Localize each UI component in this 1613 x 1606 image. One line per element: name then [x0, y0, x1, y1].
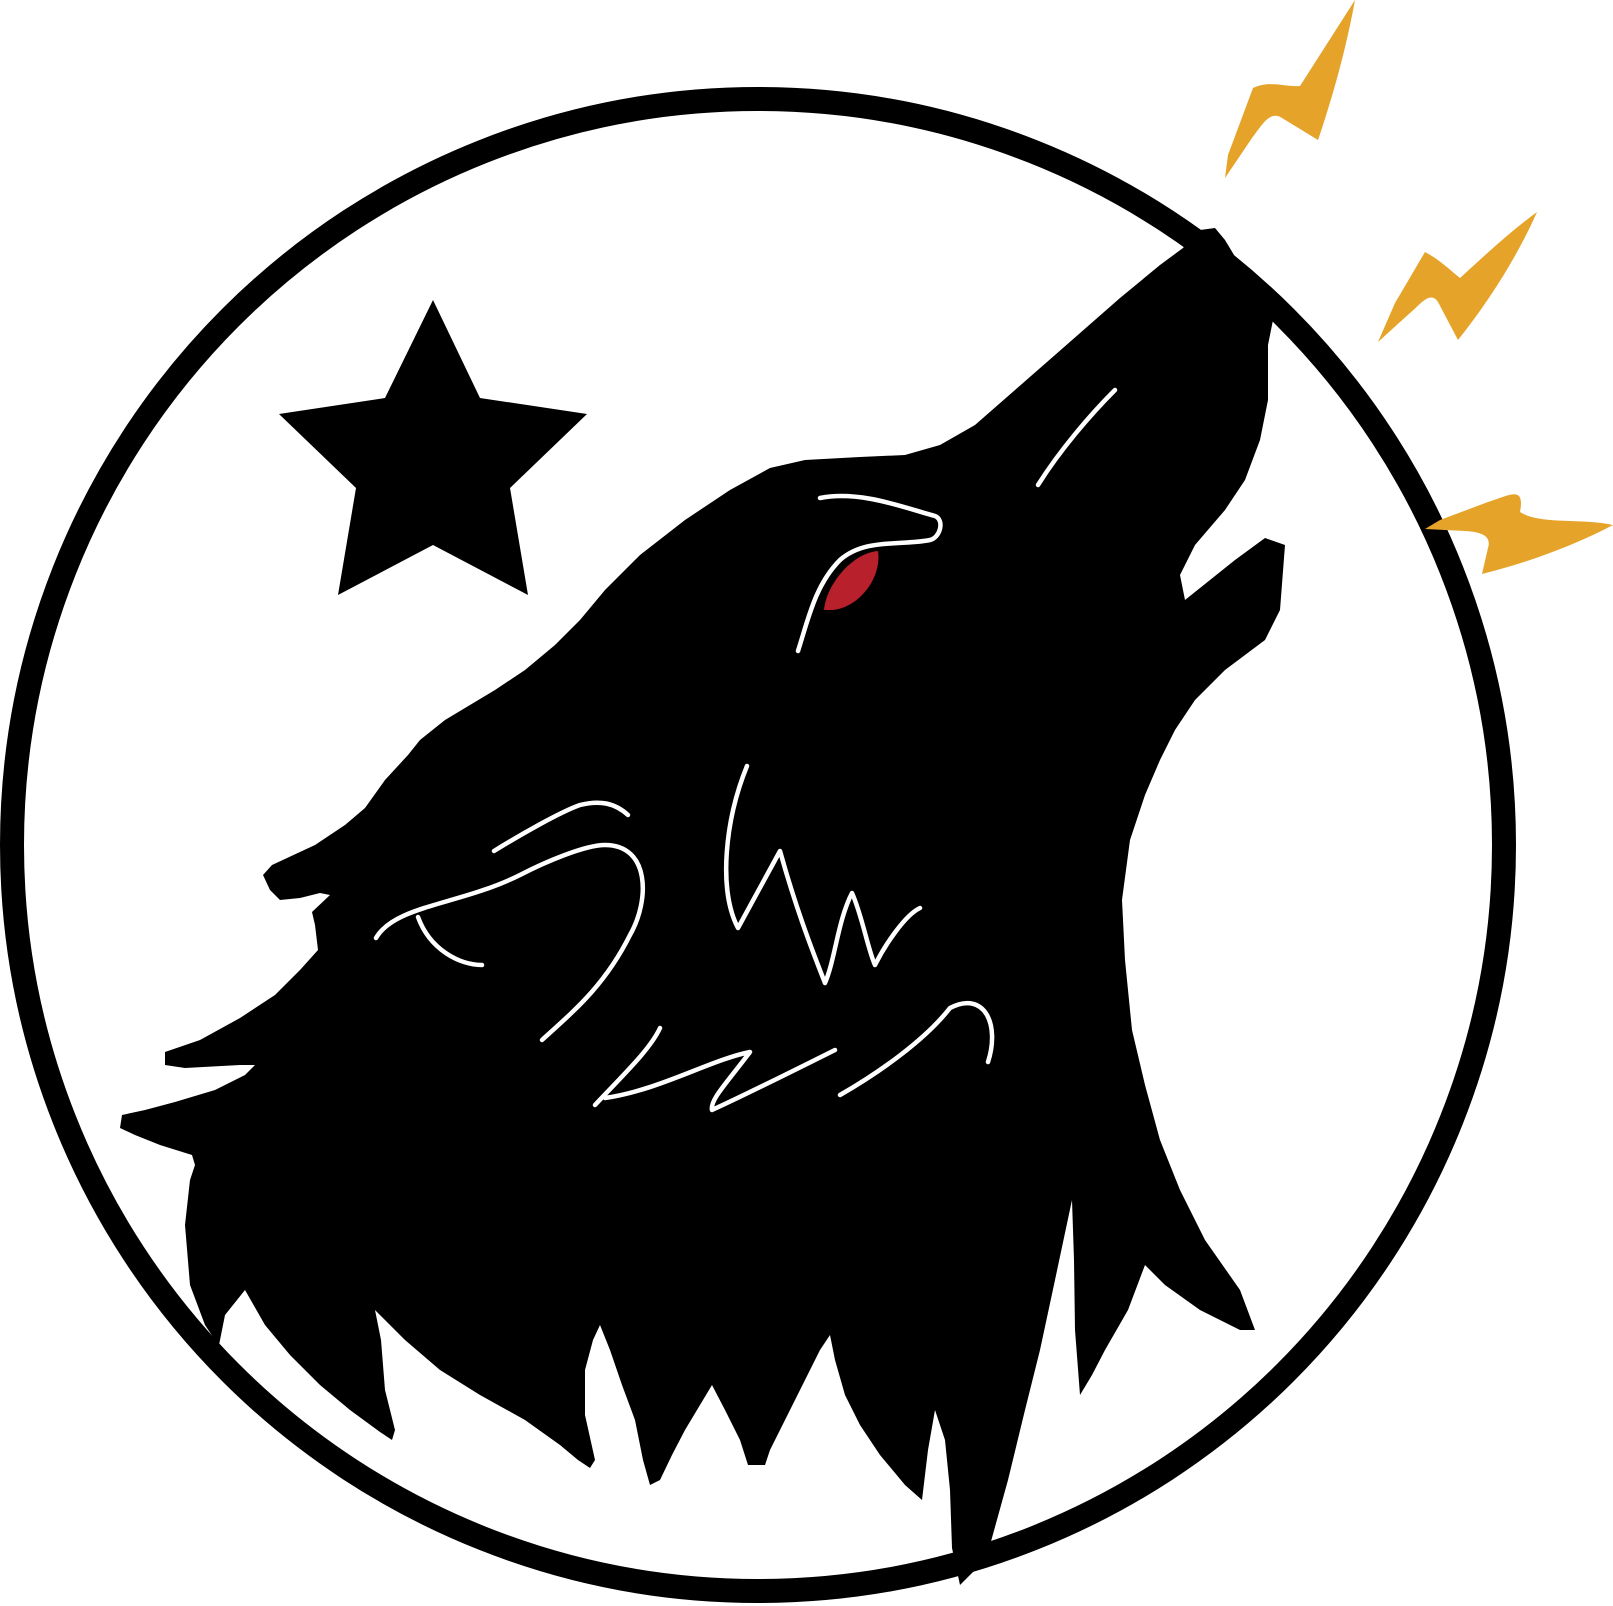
wolf-head-icon [120, 228, 1285, 1585]
emblem-ring [0, 87, 1516, 1603]
wolf-detail-lines [373, 387, 1118, 1113]
lightning-bolt-icon [1425, 494, 1613, 574]
star-icon [279, 300, 587, 595]
lightning-bolt-icon [1225, 0, 1355, 178]
eye-icon [824, 551, 879, 610]
sound-waves [1225, 0, 1613, 574]
lightning-bolt-icon [1378, 212, 1537, 342]
